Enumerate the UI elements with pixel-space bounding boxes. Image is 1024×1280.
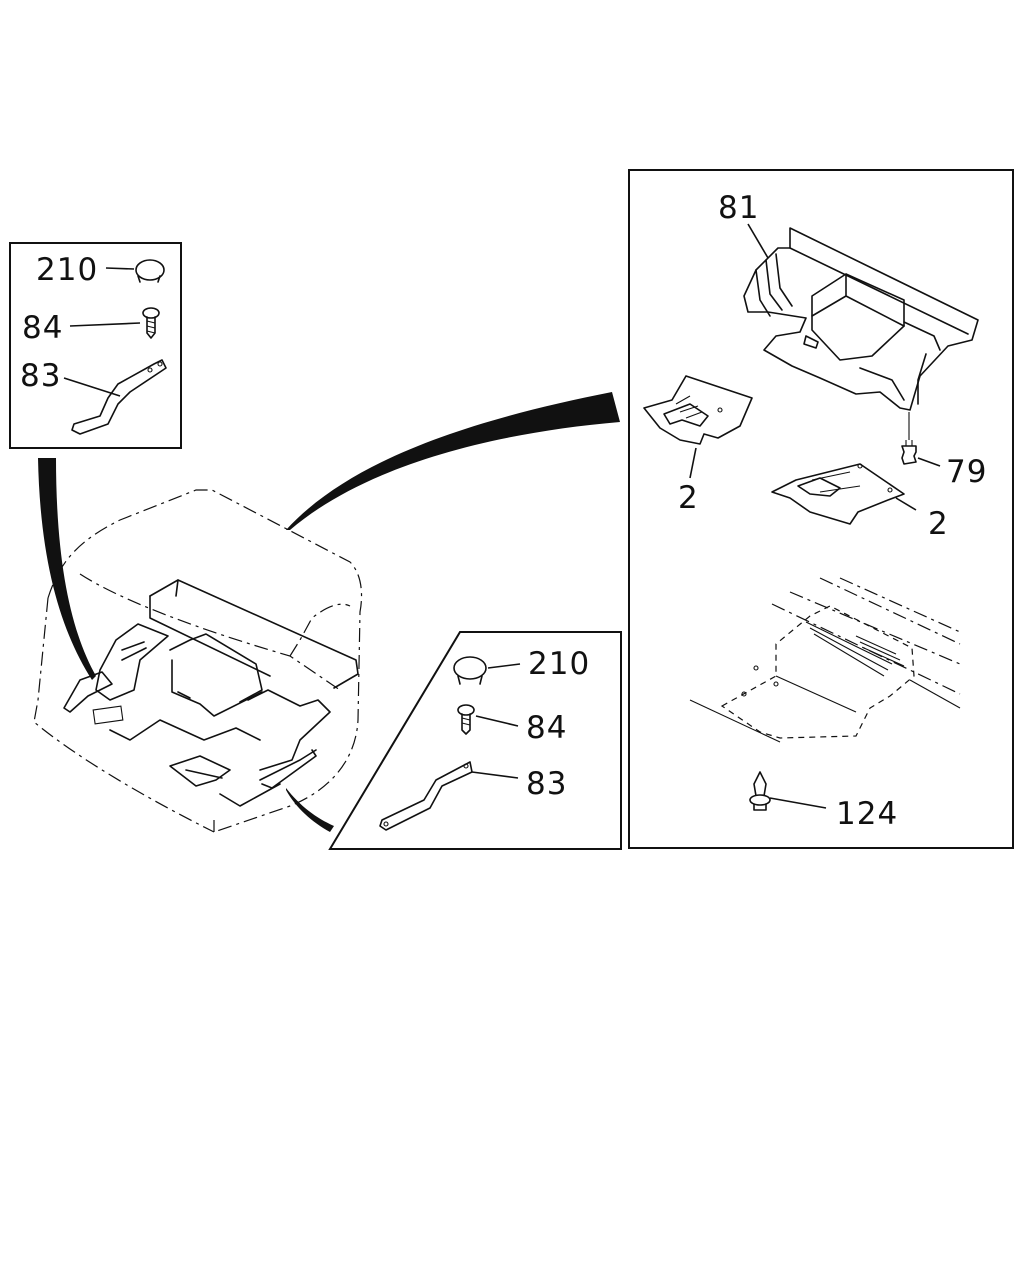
detail-box-bottom-frame	[328, 631, 622, 850]
bracket-part-icon	[63, 359, 167, 435]
callout-2-left: 2	[678, 480, 699, 516]
cab-floor-overview	[33, 489, 363, 833]
screw-part-icon	[69, 307, 160, 339]
fastener-part-icon	[749, 771, 827, 811]
cap-part-icon	[453, 656, 521, 685]
cap-part-icon	[105, 259, 165, 283]
pointer-sweep-top-left	[38, 458, 96, 680]
callout-2-right: 2	[928, 506, 949, 542]
callout-210-bottom: 210	[528, 646, 590, 682]
callout-79: 79	[946, 454, 987, 490]
detail-box-right: 81 79 2 2	[628, 169, 1014, 849]
floor-pad-right-icon	[771, 463, 917, 525]
callout-84-top: 84	[22, 310, 63, 346]
floor-pad-left-icon	[643, 375, 753, 479]
callout-210-top: 210	[36, 252, 98, 288]
screw-part-icon	[457, 704, 519, 735]
callout-84-bottom: 84	[526, 710, 567, 746]
callout-83-top: 83	[20, 358, 61, 394]
detail-box-top-left: 210 84 83	[9, 242, 182, 449]
pointer-sweep-bottom	[286, 788, 334, 832]
bracket-part-icon	[379, 761, 519, 831]
callout-83-bottom: 83	[526, 766, 567, 802]
detail-box-bottom: 210 84 83	[328, 631, 622, 850]
pointer-sweep-right	[286, 392, 620, 530]
floor-pan-reference-icon	[689, 577, 961, 743]
clip-part-icon	[901, 412, 941, 467]
callout-124: 124	[836, 796, 898, 832]
callout-81: 81	[718, 190, 759, 226]
insulator-part-icon	[743, 223, 979, 411]
